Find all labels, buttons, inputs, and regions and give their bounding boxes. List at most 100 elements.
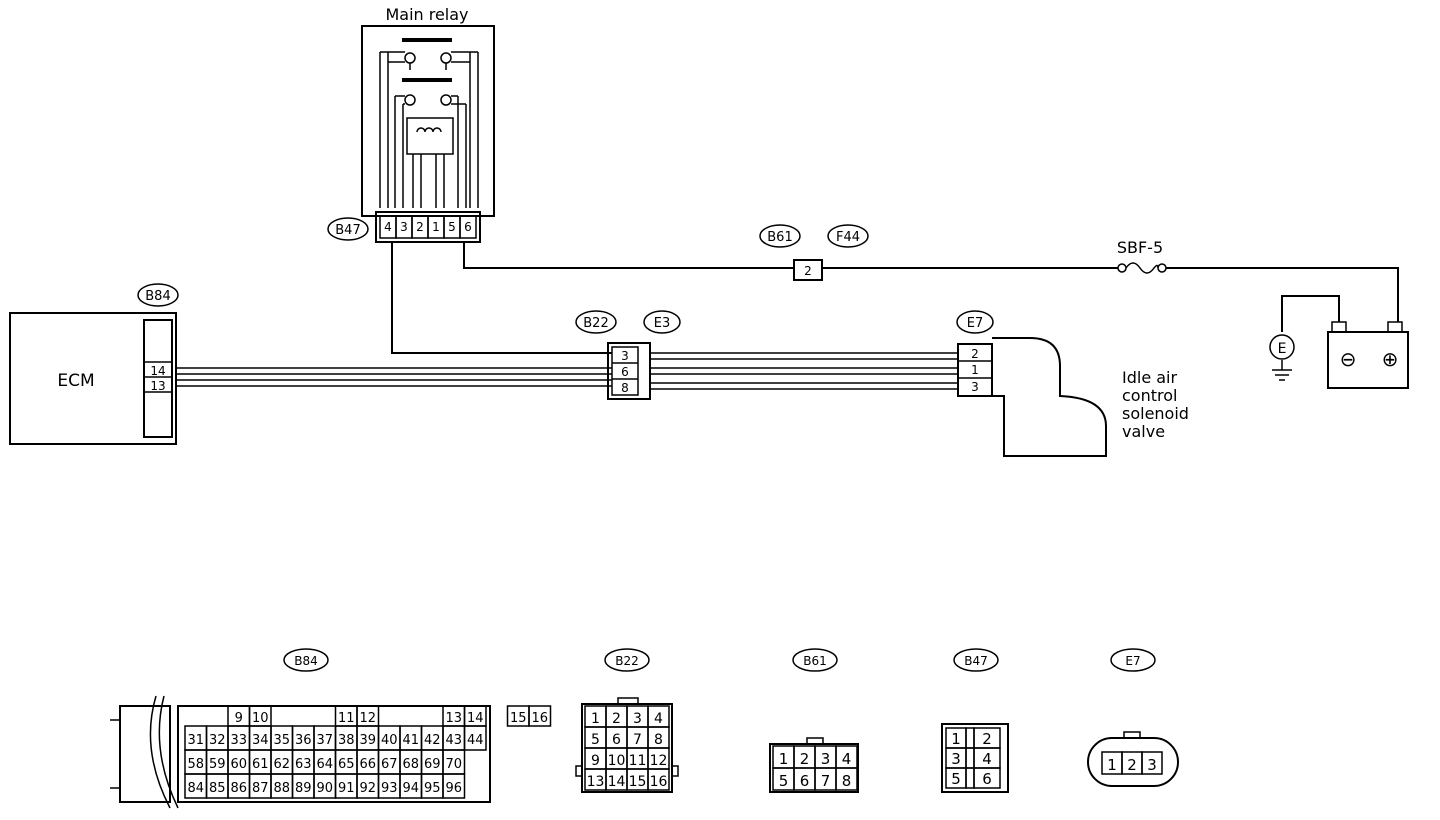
b61-face-pin-8: 8 — [842, 772, 852, 790]
tag-label-b22-face: B22 — [615, 654, 639, 668]
tag-b22-face: B22 — [604, 648, 650, 672]
e7-face-pin-1: 1 — [1107, 756, 1117, 774]
b61-face-cell — [835, 767, 858, 791]
b22-face-pin-1: 1 — [591, 711, 600, 727]
b84-face-pin-33: 33 — [230, 733, 247, 748]
wire-fuse-battery — [1166, 267, 1399, 322]
b84-face-pin-62: 62 — [273, 757, 290, 772]
relay-pin-4: 4 — [384, 220, 392, 234]
tag-e7: E7 — [956, 310, 994, 334]
tag-b47-face: B47 — [953, 648, 999, 672]
b84-face-pin-35: 35 — [273, 733, 290, 748]
main-relay-label: Main relay — [385, 5, 468, 24]
b84-pin-13: 13 — [150, 379, 165, 393]
b84-face-pin-91: 91 — [338, 781, 355, 796]
b47-face-pin-1: 1 — [951, 730, 961, 748]
b84-face-cell — [463, 725, 487, 751]
b61-connector-face — [769, 737, 859, 793]
b84-face-pin-12: 12 — [359, 711, 376, 726]
b84-face-pin-69: 69 — [424, 757, 441, 772]
wire-b22-e7-pin3 — [650, 382, 958, 390]
b61-face-pin-1: 1 — [779, 750, 789, 768]
b84-face-pin-94: 94 — [402, 781, 419, 796]
e7-connector — [957, 343, 993, 397]
b84-face-pin-58: 58 — [187, 757, 204, 772]
relay-pin-3: 3 — [400, 220, 408, 234]
b84-connector-face — [110, 695, 491, 809]
b84-pin-14: 14 — [150, 364, 165, 378]
relay-pin-6: 6 — [464, 220, 472, 234]
b47-face-pin-4: 4 — [982, 750, 992, 768]
relay-pin-2: 2 — [416, 220, 424, 234]
b22-pin-8: 8 — [621, 381, 629, 395]
b84-face-pin-31: 31 — [187, 733, 204, 748]
b84-face-pin-70: 70 — [445, 757, 462, 772]
relay-pin-box — [459, 215, 477, 239]
b84-face-pin-37: 37 — [316, 733, 333, 748]
b61-face-pin-3: 3 — [821, 750, 831, 768]
fuse-sbf5: SBF-5 — [1117, 238, 1167, 274]
b22-face-pin-5: 5 — [591, 732, 600, 748]
b22-face-cell — [647, 768, 670, 791]
b84-face-pin-14: 14 — [467, 711, 484, 726]
b22-e3-connector: 3 6 8 — [607, 342, 651, 400]
b84-ecm-connector — [143, 319, 173, 438]
b84-face-pin-13: 13 — [445, 711, 462, 726]
earth-label: E — [1278, 341, 1287, 357]
tag-b61-face: B61 — [792, 648, 838, 672]
b22-face-pin-2: 2 — [612, 711, 621, 727]
b84-face-pin-96: 96 — [445, 781, 462, 796]
b47-face-cell — [965, 747, 975, 769]
b84-face-pin-87: 87 — [252, 781, 269, 796]
battery-positive: ⊕ — [1382, 347, 1399, 371]
battery: ⊖ ⊕ — [1308, 295, 1409, 389]
b47-face-cell — [973, 767, 1001, 789]
tag-b84-face: B84 — [283, 648, 329, 672]
b47-face-pin-6: 6 — [982, 770, 992, 788]
ecm: ECM 14 13 — [9, 312, 177, 445]
b22-face-pin-16: 16 — [650, 774, 668, 790]
tag-label-b22: B22 — [583, 316, 608, 331]
tag-label-f44: F44 — [836, 230, 860, 245]
b22-face-pin-10: 10 — [608, 753, 626, 769]
ecm-body — [9, 312, 177, 445]
b84-face-pin-61: 61 — [252, 757, 269, 772]
ecm-label: ECM — [57, 371, 94, 391]
b84-face-pin-66: 66 — [359, 757, 376, 772]
b84-face-pin-36: 36 — [295, 733, 312, 748]
b84-face-pin-59: 59 — [209, 757, 226, 772]
b84-face-pin-60: 60 — [230, 757, 247, 772]
b22-face-pin-13: 13 — [587, 774, 605, 790]
e7-pin-3: 3 — [971, 380, 979, 394]
wire-ecm14-b22 — [176, 367, 612, 375]
b47-face-pin-2: 2 — [982, 730, 992, 748]
earth-ground: E — [1269, 295, 1308, 381]
tag-label-b84-face: B84 — [294, 654, 318, 668]
b22-face-pin-12: 12 — [650, 753, 668, 769]
b84-face-pin-67: 67 — [381, 757, 398, 772]
tag-b47: B47 — [327, 217, 369, 241]
tag-b84: B84 — [137, 283, 179, 307]
tag-label-b61: B61 — [767, 230, 792, 245]
b84-face-pin-10: 10 — [252, 711, 269, 726]
wires — [176, 242, 1399, 390]
b84-face-pin-38: 38 — [338, 733, 355, 748]
relay-pin-5: 5 — [448, 220, 456, 234]
b84-face-pin-41: 41 — [402, 733, 419, 748]
b22-face-pin-15: 15 — [629, 774, 647, 790]
tag-label-e7-face: E7 — [1125, 654, 1140, 668]
tag-e7-face: E7 — [1110, 648, 1156, 672]
tag-label-b84: B84 — [145, 289, 170, 304]
b84-face-pin-34: 34 — [252, 733, 269, 748]
e7-face-cell — [1141, 751, 1163, 775]
e7-face-pin-3: 3 — [1147, 756, 1157, 774]
b61-pin-label: 2 — [804, 264, 812, 278]
b47-face-pin-3: 3 — [951, 750, 961, 768]
relay-coil — [406, 117, 454, 155]
b84-face-pin-42: 42 — [424, 733, 441, 748]
b61-face-pin-4: 4 — [842, 750, 852, 768]
b84-face-pin-15: 15 — [510, 711, 527, 726]
b61-face-pin-7: 7 — [821, 772, 831, 790]
b22-face-pin-3: 3 — [633, 711, 642, 727]
